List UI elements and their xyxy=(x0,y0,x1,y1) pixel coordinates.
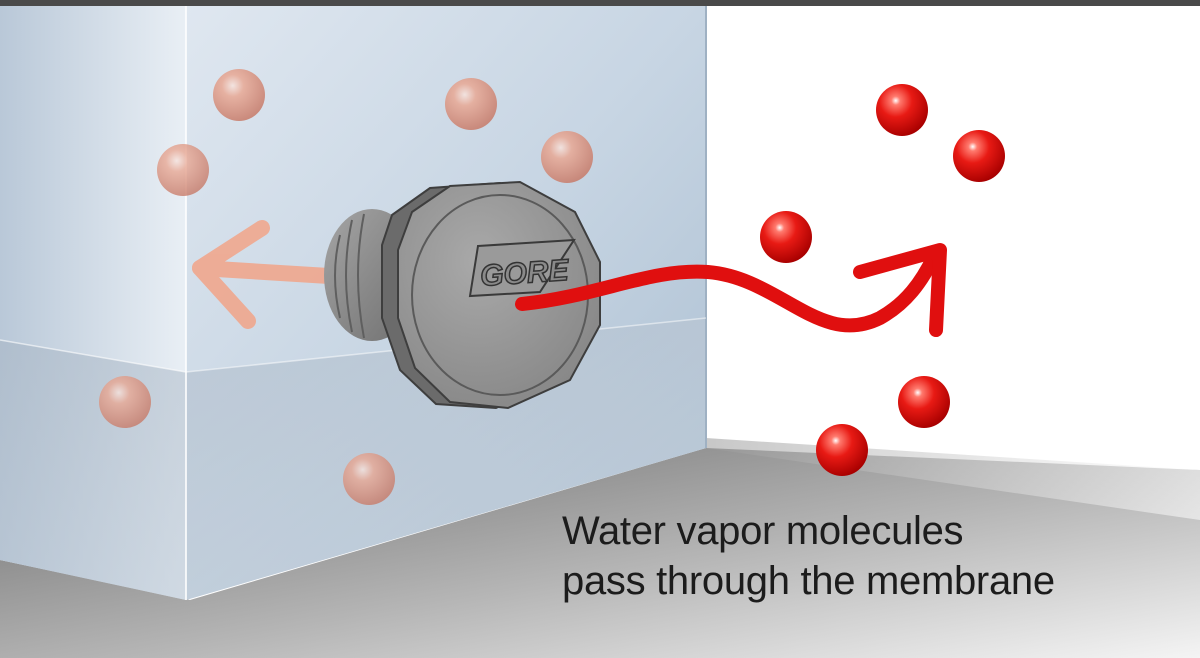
molecule-icon xyxy=(541,131,593,183)
gore-logo: GORE xyxy=(468,238,576,298)
caption-line-2: pass through the membrane xyxy=(562,559,1055,603)
caption-line-1: Water vapor molecules xyxy=(562,509,964,553)
molecule-icon xyxy=(816,424,868,476)
molecule-icon xyxy=(343,453,395,505)
top-border xyxy=(0,0,1200,6)
vent-plug-icon: GORE xyxy=(324,180,601,410)
molecule-icon xyxy=(99,376,151,428)
molecule-icon xyxy=(213,69,265,121)
inside-molecules xyxy=(99,69,593,505)
molecule-icon xyxy=(760,211,812,263)
molecule-icon xyxy=(157,144,209,196)
molecule-icon xyxy=(898,376,950,428)
molecule-icon xyxy=(445,78,497,130)
molecule-icon xyxy=(876,84,928,136)
arrow-left-icon xyxy=(192,220,353,329)
outside-molecules xyxy=(760,84,1005,476)
molecule-icon xyxy=(953,130,1005,182)
wavy-arrow-icon xyxy=(515,243,947,337)
svg-text:GORE: GORE xyxy=(479,254,570,293)
diagram-caption: Water vapor molecules pass through the m… xyxy=(562,506,1055,606)
